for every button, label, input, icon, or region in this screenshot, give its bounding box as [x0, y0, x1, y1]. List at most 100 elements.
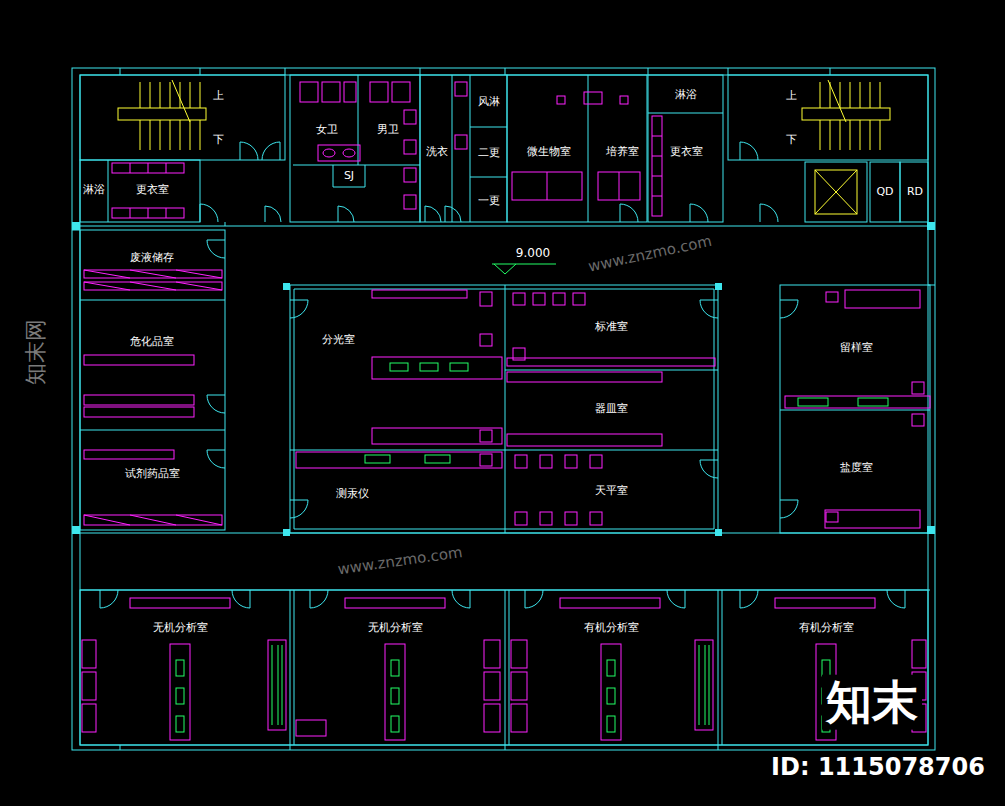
lab-furniture	[84, 395, 194, 405]
equipment	[420, 363, 438, 371]
lab-furniture	[370, 82, 388, 102]
lab-furniture	[540, 455, 552, 468]
room-name: 一更	[478, 194, 500, 207]
door-swing	[207, 240, 225, 258]
room-name: 微生物室	[527, 145, 571, 158]
wall	[290, 590, 722, 745]
equipment	[450, 363, 468, 371]
room-name: 淋浴	[83, 183, 105, 196]
stair	[140, 80, 200, 150]
wall	[420, 75, 507, 222]
equipment	[176, 660, 184, 676]
wall	[72, 68, 935, 750]
lab-furniture	[82, 672, 96, 700]
equipment	[176, 363, 888, 732]
lab-furniture	[775, 598, 875, 608]
lab-furniture	[620, 96, 628, 104]
lab-furniture	[130, 163, 166, 173]
lab-furniture	[826, 292, 838, 302]
room-name: 器皿室	[595, 402, 628, 415]
lab-furniture	[318, 145, 360, 161]
door-swing	[232, 590, 250, 608]
room-box: 测汞仪	[293, 450, 503, 530]
column	[927, 526, 935, 534]
room-name: 风淋	[478, 95, 500, 108]
wall	[293, 75, 420, 187]
level-mark	[492, 264, 556, 274]
equipment	[822, 660, 830, 676]
wall	[648, 75, 723, 222]
lab-furniture	[590, 512, 602, 525]
lab-furniture	[84, 270, 222, 290]
lab-furniture	[455, 82, 467, 96]
lab-furniture	[404, 140, 416, 154]
wall	[290, 285, 718, 533]
column	[72, 222, 935, 536]
wall	[80, 230, 225, 530]
room-box: 洗衣	[422, 75, 452, 222]
room-box: 试剂药品室	[80, 430, 225, 530]
lab-furniture	[344, 82, 356, 102]
equipment	[607, 716, 615, 732]
room-box: 女卫	[293, 75, 358, 165]
lab-furniture	[322, 82, 340, 102]
column	[72, 526, 80, 534]
lab-furniture	[515, 455, 527, 468]
lab-furniture	[590, 455, 602, 468]
lab-furniture	[912, 414, 924, 426]
watermark: ID: 1115078706	[771, 754, 985, 780]
equipment	[391, 688, 399, 704]
wall	[72, 68, 935, 750]
lab-furniture	[480, 292, 492, 306]
room-box: 无机分析室	[292, 590, 505, 745]
room-name: 培养室	[606, 145, 639, 158]
equipment	[607, 688, 615, 704]
watermark: 知末网	[24, 319, 48, 385]
lab-furniture	[601, 644, 621, 740]
lab-furniture	[484, 704, 500, 732]
room-name: 无机分析室	[153, 621, 208, 634]
room-box: RD	[901, 165, 928, 222]
room-name: SJ	[344, 169, 354, 182]
equipment	[176, 716, 184, 732]
wall	[900, 162, 928, 222]
lab-furniture	[484, 640, 500, 668]
room-name: 天平室	[595, 484, 628, 497]
lab-furniture	[652, 136, 662, 196]
room-name: 下	[213, 133, 224, 146]
equipment	[272, 645, 709, 725]
room-box: 男卫	[358, 75, 420, 165]
room-name: 下	[786, 133, 797, 146]
equipment	[390, 363, 408, 371]
lab-furniture	[84, 515, 222, 525]
room-name: 留样室	[840, 341, 873, 354]
door-swing	[100, 590, 118, 608]
room-name: 更衣室	[136, 183, 169, 196]
lab-furniture	[82, 704, 96, 732]
wall	[80, 590, 928, 745]
equipment	[425, 455, 450, 463]
lab-furniture	[557, 96, 565, 104]
lab-furniture	[170, 644, 190, 740]
door-swing	[620, 204, 638, 222]
lab-furniture	[84, 407, 194, 417]
lab-furniture	[112, 163, 184, 173]
stair	[118, 108, 206, 120]
door-swing	[338, 206, 354, 222]
door-swing	[290, 500, 308, 518]
lab-furniture	[296, 452, 502, 468]
door-swing	[887, 590, 905, 608]
room-box: 风淋	[470, 75, 505, 127]
lab-furniture	[553, 293, 565, 305]
equipment	[176, 688, 184, 704]
room-box: 上下	[80, 75, 285, 160]
room-name: 盐度室	[840, 461, 873, 474]
room-box: 危化品室	[80, 300, 225, 430]
lab-furniture	[404, 110, 416, 124]
door-swing	[740, 590, 758, 608]
door-swing	[760, 204, 778, 222]
lab-furniture	[533, 293, 545, 305]
room-box: 更衣室	[650, 113, 722, 222]
lab-furniture	[573, 293, 585, 305]
